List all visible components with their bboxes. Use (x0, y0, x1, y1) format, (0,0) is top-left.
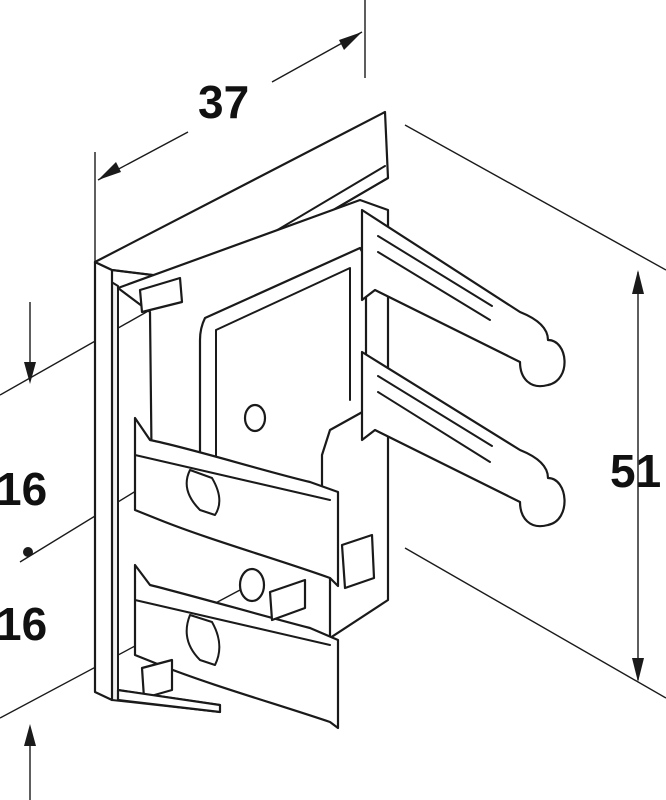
spacing-label-lower: 16 (0, 598, 47, 650)
spacing-label-upper: 16 (0, 463, 47, 515)
bracket-part (93, 110, 566, 730)
spacer-block-bottom (140, 658, 174, 700)
base-plate (116, 688, 222, 714)
spacer-block-middle (268, 578, 307, 622)
width-dimension: 37 (94, 0, 366, 262)
lower-clip (133, 563, 340, 730)
mounting-hole-lower (238, 567, 266, 603)
upper-arm (360, 208, 566, 388)
height-label: 51 (610, 445, 661, 497)
spacer-block-top (138, 276, 184, 314)
width-label: 37 (198, 76, 249, 128)
hole-spacing-dimension: 16 16 (0, 302, 256, 800)
mounting-hole-upper (243, 403, 267, 433)
height-dimension: 51 (404, 124, 666, 699)
spacer-block-right (340, 533, 376, 590)
upper-clip (133, 416, 340, 588)
lower-arm (360, 350, 566, 528)
